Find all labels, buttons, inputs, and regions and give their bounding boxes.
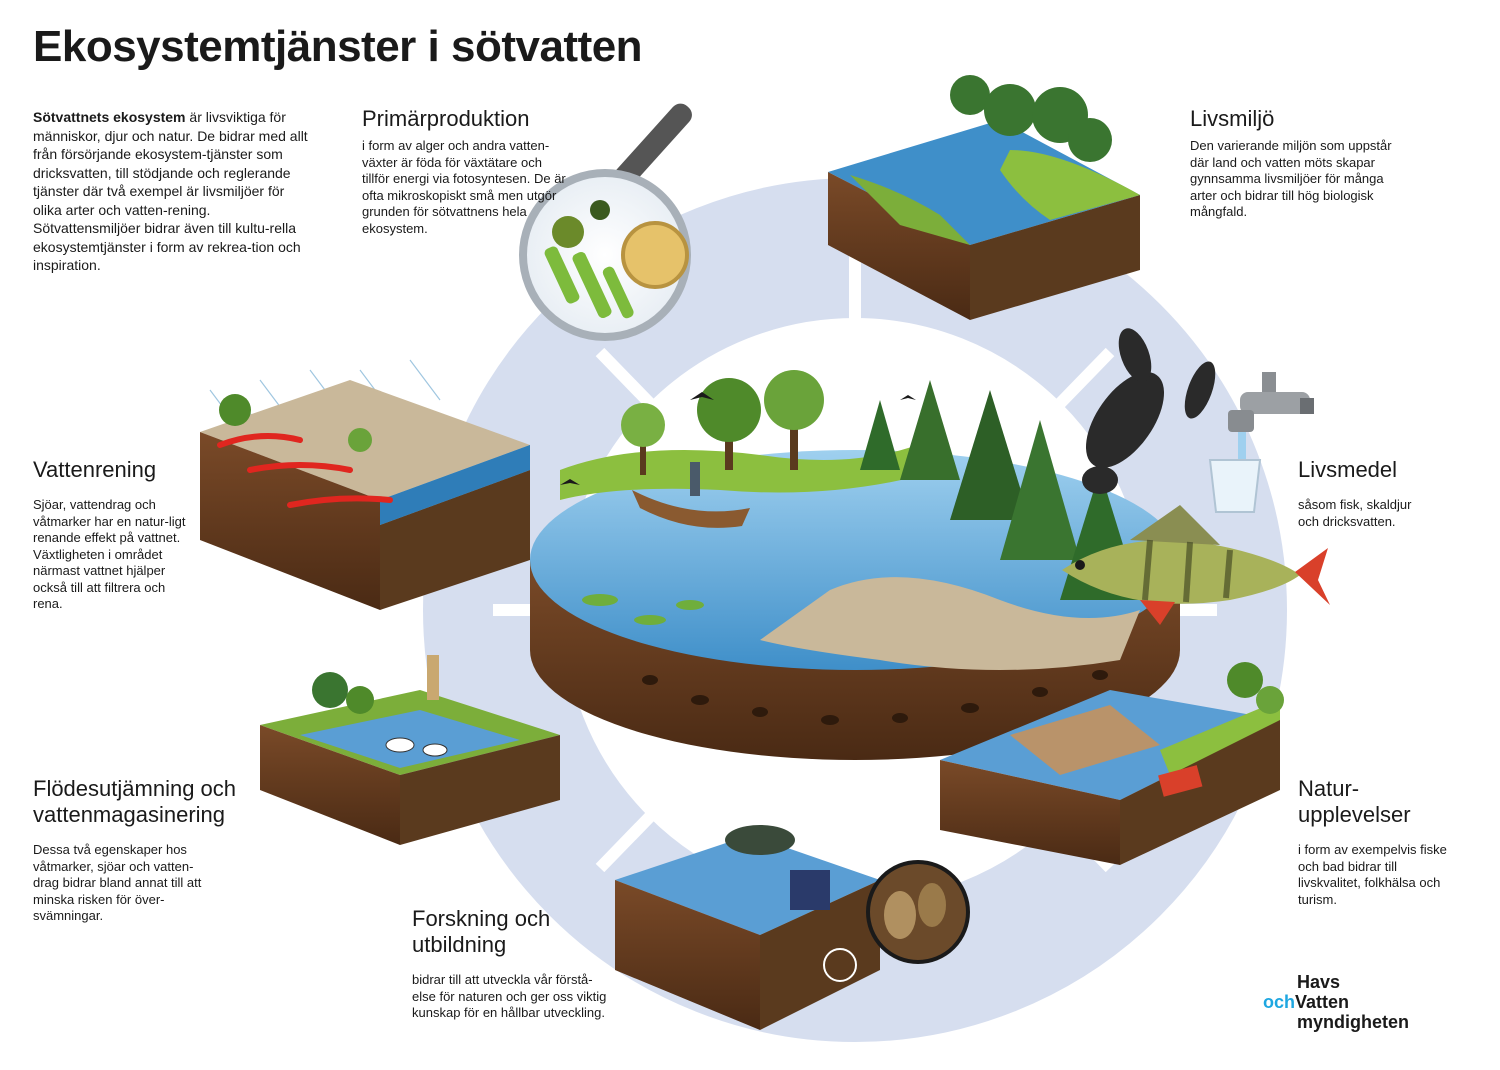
forskning-block <box>615 825 970 1030</box>
disc-pebbles <box>642 670 1108 725</box>
flodesutjamning-block <box>260 655 560 845</box>
flodesutjamning-body: Dessa två egenskaper hos våtmarker, sjöa… <box>33 842 202 923</box>
disc-birds <box>560 392 916 485</box>
section-naturupplevelser: Natur-upplevelser i form av exempelvis f… <box>1298 776 1448 908</box>
naturupplevelser-title-line1: Natur- <box>1298 776 1360 801</box>
vattenrening-block <box>200 359 530 610</box>
naturupplevelser-block <box>940 662 1284 865</box>
glass <box>1208 459 1262 513</box>
crayfish <box>1082 328 1216 494</box>
flodesutjamning-title-line2: vattenmagasinering <box>33 802 226 827</box>
mussel-zoom <box>866 860 970 964</box>
intro-text: Sötvattnets ekosystem är livsviktiga för… <box>33 108 308 275</box>
boat <box>632 490 750 528</box>
central-lake-scene <box>530 370 1180 760</box>
disc-far-shore <box>560 440 940 500</box>
rock <box>725 825 795 855</box>
picnic-blanket <box>1158 765 1203 797</box>
intro-bold: Sötvattnets ekosystem <box>33 109 186 125</box>
lighthouse <box>427 655 439 700</box>
water-stream <box>1238 432 1246 462</box>
flodesutjamning-title-line1: Flödesutjämning och <box>33 776 237 801</box>
naturupplevelser-title: Natur-upplevelser <box>1298 776 1448 828</box>
logo-vatten: Vatten <box>1295 992 1350 1012</box>
primarproduktion-title: Primärproduktion <box>362 106 530 131</box>
forskning-title-line1: Forskning och <box>412 906 551 931</box>
intro-text-2: Sötvattensmiljöer bidrar även till kultu… <box>33 220 301 273</box>
livsmiljo-body: Den varierande miljön som uppstår där la… <box>1190 138 1392 219</box>
pier <box>1010 705 1160 775</box>
fisher <box>690 462 700 496</box>
logo-line-2: ochVatten <box>1263 992 1409 1012</box>
disc-shore <box>760 577 1140 670</box>
page-title: Ekosystemtjänster i sötvatten <box>33 22 643 71</box>
algae-colony <box>552 216 584 248</box>
livsmedel-body: såsom fisk, skaldjur och dricksvatten. <box>1298 497 1412 529</box>
section-primarproduktion: Primärproduktion i form av alger och and… <box>362 106 567 237</box>
livsmiljo-block <box>828 75 1140 320</box>
logo-och: och <box>1263 992 1296 1012</box>
livsmiljo-title: Livsmiljö <box>1190 106 1275 131</box>
forskning-title-line2: utbildning <box>412 932 507 957</box>
naturupplevelser-body: i form av exempelvis fiske och bad bidra… <box>1298 842 1447 907</box>
diatom <box>621 221 689 289</box>
forskning-body: bidrar till att utveckla vår förstå-else… <box>412 972 607 1020</box>
section-livsmiljo: Livsmiljö Den varierande miljön som upps… <box>1190 106 1410 221</box>
intro-text-1: är livsviktiga för människor, djur och n… <box>33 109 308 218</box>
section-vattenrening: Vattenrening Sjöar, vattendrag och våtma… <box>33 457 193 613</box>
water-tap <box>1228 372 1314 432</box>
vattenrening-body: Sjöar, vattendrag och våtmarker har en n… <box>33 497 186 611</box>
naturupplevelser-title-line2: upplevelser <box>1298 802 1411 827</box>
livsmedel-illustrations <box>1062 328 1330 625</box>
logo-line-3: myndigheten <box>1297 1012 1410 1032</box>
vattenrening-title: Vattenrening <box>33 457 157 482</box>
havs-och-vatten-logo: Havs ochVatten myndigheten <box>1263 972 1409 1032</box>
logo-line-1: Havs <box>1297 972 1341 992</box>
researcher <box>790 870 830 910</box>
primarproduktion-body: i form av alger och andra vatten-växter … <box>362 138 566 236</box>
perch <box>1062 505 1330 625</box>
section-livsmedel: Livsmedel såsom fisk, skaldjur och drick… <box>1298 457 1448 530</box>
lily-pads <box>582 594 704 625</box>
livsmedel-title: Livsmedel <box>1298 457 1398 482</box>
primarproduktion-magnifier <box>519 103 692 341</box>
